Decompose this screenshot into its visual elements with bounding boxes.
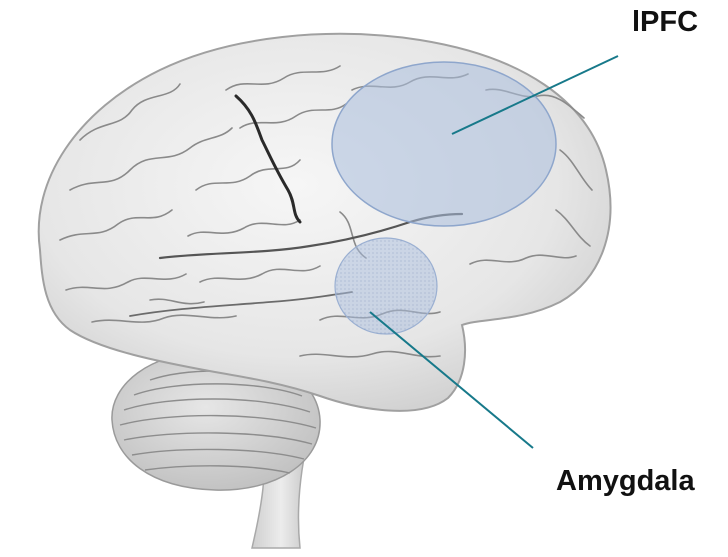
amygdala-label: Amygdala — [556, 465, 695, 498]
lpfc-region-ellipse — [332, 62, 556, 226]
lpfc-label: lPFC — [632, 6, 698, 39]
amygdala-region-texture — [335, 238, 437, 334]
